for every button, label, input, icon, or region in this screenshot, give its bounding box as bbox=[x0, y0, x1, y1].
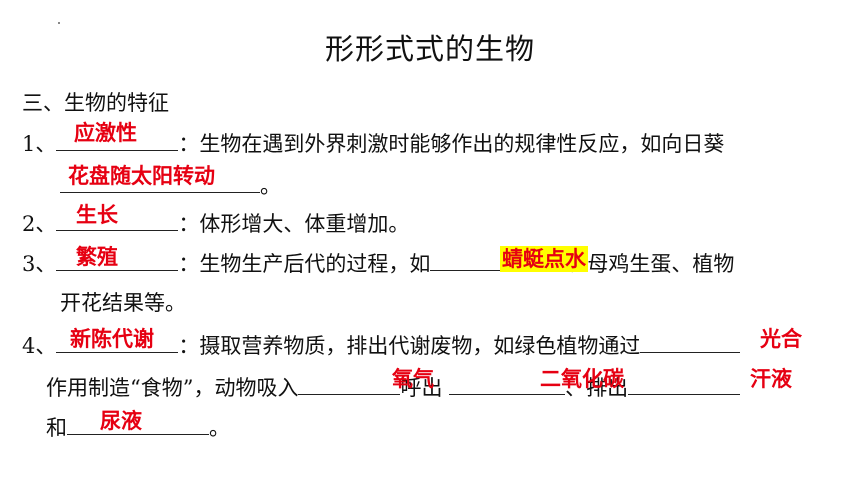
item-1-text: ：生物在遇到外界刺激时能够作出的规律性反应，如向日葵 bbox=[178, 132, 725, 156]
item-4-answer-3: 氧气 bbox=[392, 367, 434, 391]
item-1-example-answer: 花盘随太阳转动 bbox=[68, 164, 215, 188]
item-3-example-blank bbox=[430, 248, 567, 271]
item-4-end: 。 bbox=[209, 416, 230, 440]
item-4-blank-5 bbox=[628, 372, 741, 395]
item-4-answer-2: 光合 bbox=[760, 327, 802, 351]
item-4-answer: 新陈代谢 bbox=[70, 327, 154, 351]
item-2-blank bbox=[56, 208, 179, 231]
item-4-answer-4: 二氧化碳 bbox=[540, 367, 624, 391]
item-4-text-a: 作用制造“食物”，动物吸入 bbox=[46, 376, 299, 400]
item-1-number: 1、 bbox=[22, 132, 57, 156]
item-3-text-before: ：生物生产后代的过程，如 bbox=[178, 252, 431, 276]
item-4-text-d: 和 bbox=[46, 416, 67, 440]
item-4-blank-6 bbox=[67, 412, 209, 435]
item-1-blank bbox=[56, 128, 179, 151]
item-1-example-blank bbox=[60, 170, 260, 193]
item-4-line-1: 4、 ：摄取营养物质，排出代谢废物，如绿色植物通过 bbox=[22, 330, 741, 361]
item-1-line-2: 。 bbox=[60, 170, 281, 201]
section-heading: 三、生物的特征 bbox=[22, 91, 169, 115]
item-3-text-after: 、母鸡生蛋、植物 bbox=[566, 252, 735, 276]
item-4-answer-5: 汗液 bbox=[750, 367, 792, 391]
item-2-line: 2、 ：体形增大、体重增加。 bbox=[22, 208, 409, 239]
item-4-blank-2 bbox=[640, 330, 741, 353]
item-4-text-c: 、排出 bbox=[565, 376, 629, 400]
item-4-answer-6: 尿液 bbox=[100, 409, 142, 433]
item-1-line-1: 1、 ：生物在遇到外界刺激时能够作出的规律性反应，如向日葵 bbox=[22, 128, 724, 159]
item-4-text-b: 呼出 bbox=[400, 376, 443, 400]
corner-dot bbox=[58, 22, 60, 24]
item-3-number: 3、 bbox=[22, 252, 57, 276]
item-2-answer: 生长 bbox=[76, 203, 118, 227]
item-3-line-1: 3、 ：生物生产后代的过程，如 、母鸡生蛋、植物 bbox=[22, 248, 734, 279]
item-4-blank bbox=[56, 330, 179, 353]
item-3-example-answer: 蜻蜓点水 bbox=[500, 246, 588, 272]
item-1-answer: 应激性 bbox=[74, 121, 137, 145]
page-title: 形形式式的生物 bbox=[324, 32, 535, 66]
item-4-blank-3 bbox=[298, 372, 401, 395]
item-2-number: 2、 bbox=[22, 212, 57, 236]
item-3-continuation: 开花结果等。 bbox=[60, 291, 186, 315]
item-4-text-before: ：摄取营养物质，排出代谢废物，如绿色植物通过 bbox=[178, 334, 641, 358]
item-4-number: 4、 bbox=[22, 334, 57, 358]
item-1-end: 。 bbox=[260, 174, 281, 198]
item-2-text: ：体形增大、体重增加。 bbox=[178, 212, 410, 236]
item-4-line-3: 和。 bbox=[46, 412, 230, 443]
item-3-blank bbox=[56, 248, 179, 271]
item-3-answer: 繁殖 bbox=[76, 245, 118, 269]
item-4-blank-4 bbox=[449, 372, 566, 395]
item-4-line-2: 作用制造“食物”，动物吸入 呼出 、排出 bbox=[46, 372, 741, 403]
